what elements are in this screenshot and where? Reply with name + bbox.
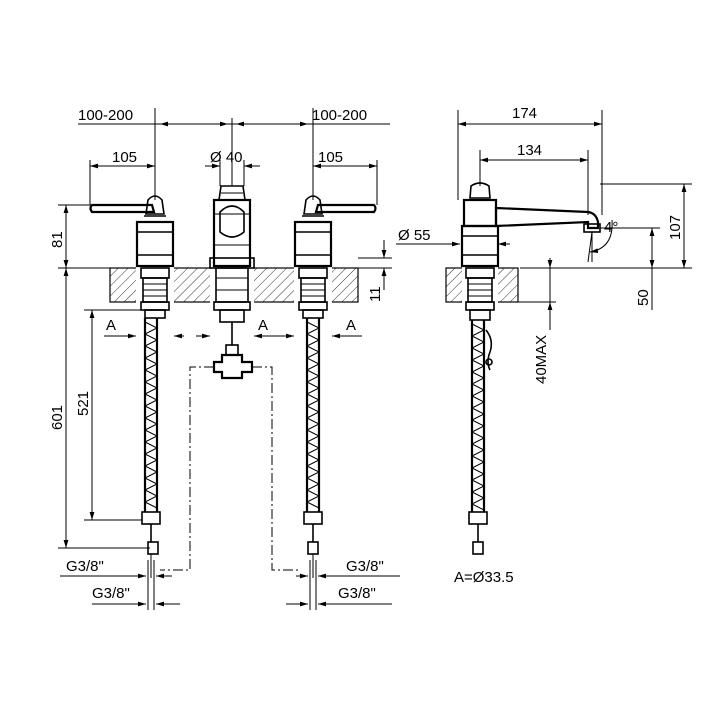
dim-conn-left-lower: G3/8": [92, 585, 130, 602]
left-valve: [89, 195, 175, 319]
dim-side-107: 107: [667, 215, 684, 240]
dim-handle-left: 105: [112, 149, 137, 166]
dim-length-521: 521: [75, 391, 92, 416]
right-hose: [303, 318, 323, 578]
side-view: 174 134 Ø 55 4° 107 50 40MAX A=Ø33.5: [396, 105, 692, 586]
right-valve: [293, 195, 377, 319]
dim-conn-right-upper: G3/8": [346, 558, 384, 575]
dim-spout-diameter: Ø 40: [210, 149, 243, 166]
dim-deck-40max: 40MAX: [533, 335, 550, 384]
dim-side-174: 174: [512, 105, 537, 122]
left-hose: [141, 318, 161, 578]
dim-spacing-left: 100-200: [78, 107, 133, 124]
dim-spacing-right: 100-200: [312, 107, 367, 124]
dim-base-diameter: Ø 55: [398, 227, 431, 244]
dim-height-81: 81: [49, 231, 66, 248]
dim-side-134: 134: [517, 142, 542, 159]
front-view: 100-200 100-200 105 Ø 40 105 81 11 601 5…: [49, 107, 400, 610]
dim-hole-a-center: A: [258, 317, 268, 334]
dim-handle-right: 105: [318, 149, 343, 166]
center-spout: [160, 185, 300, 571]
dim-side-50: 50: [635, 289, 652, 306]
dim-conn-left-upper: G3/8": [66, 558, 104, 575]
dim-conn-right-lower: G3/8": [338, 585, 376, 602]
dim-deck-11: 11: [367, 286, 384, 302]
dim-length-601: 601: [49, 405, 66, 430]
hole-diameter-note: A=Ø33.5: [454, 569, 514, 586]
dim-hole-a-right: A: [346, 317, 356, 334]
dim-hole-a-left: A: [106, 317, 116, 334]
